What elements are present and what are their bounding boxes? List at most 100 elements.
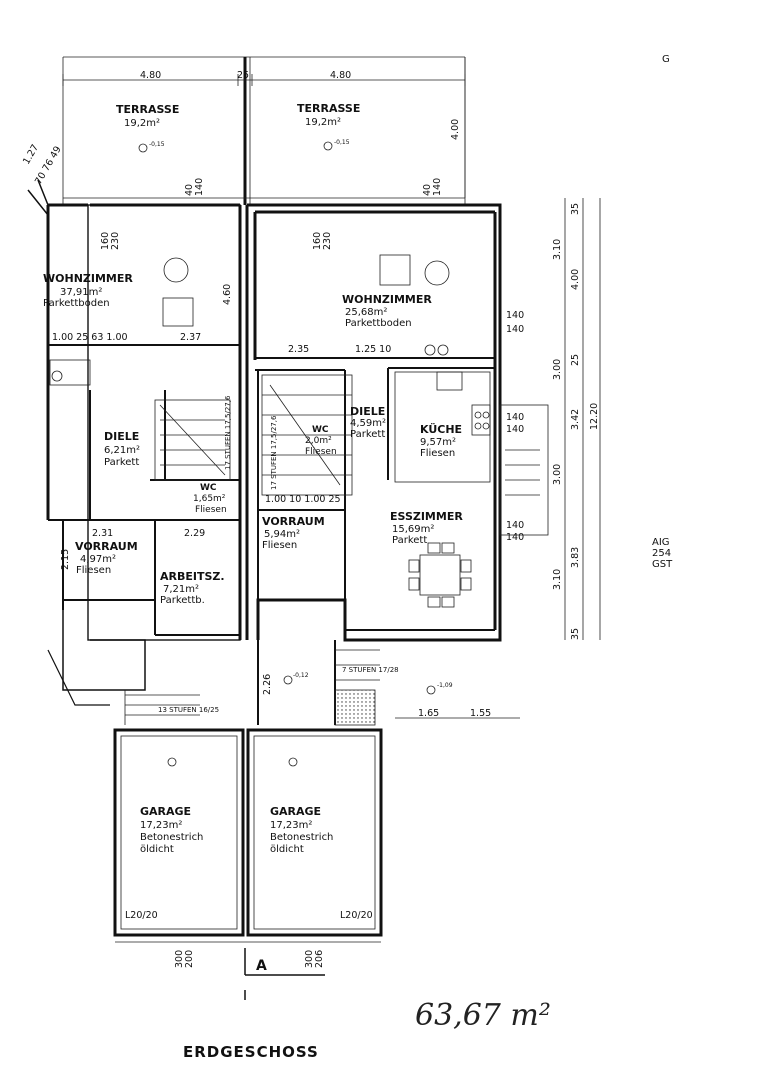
win-140-l: 140 [194, 178, 205, 196]
room-kueche: KÜCHE [420, 422, 462, 436]
lvl-entrance: -0,12 [293, 672, 309, 679]
room-esszimmer: ESSZIMMER [390, 510, 463, 523]
win-140-b: 140 [506, 324, 524, 335]
margin-fragments: G AIG 254 GST [652, 54, 673, 570]
dim-right-a: 3.10 [552, 239, 563, 260]
dim-right-total: 12.20 [589, 403, 600, 430]
dim-right-g: 3.83 [570, 547, 581, 568]
dim-right-j: 35 [570, 628, 581, 640]
dim-229: 2.29 [184, 528, 205, 539]
dim-right-i: 35 [570, 203, 581, 215]
dim-wz-237: 2.37 [180, 332, 201, 343]
room-esszimmer-floor: Parkett [392, 535, 427, 546]
room-vorraum-l-area: 4,97m² [80, 554, 116, 565]
kitchen-furniture [394, 371, 491, 608]
win-140-d: 140 [506, 424, 524, 435]
right-dimension-chain: 3.10 35 4.00 25 3.00 3.42 3.00 3.83 3.10… [552, 198, 601, 640]
stairs-17-left: 17 STUFEN 17,5/27,6 [224, 395, 232, 470]
room-wc-l-floor: Fliesen [195, 505, 227, 515]
room-diele-l-area: 6,21m² [104, 445, 140, 456]
outer-stair-right: 140 140 140 140 140 140 [499, 310, 549, 543]
room-vorraum-l: VORRAUM [75, 540, 138, 553]
room-garage-l-area: 17,23m² [140, 820, 182, 831]
gar-206: 206 [314, 950, 325, 968]
win-230-r: 230 [322, 232, 333, 250]
garage-l2020-b: L20/20 [340, 910, 373, 921]
win-140-e: 140 [506, 520, 524, 531]
section-marker: A [244, 948, 325, 1000]
level-markers: -0,15 -0,15 -0,12 -1,09 [138, 139, 453, 767]
win-40-r: 40 [422, 184, 433, 196]
room-terrasse-r: TERRASSE [297, 102, 360, 115]
entrance-area: 1.65 1.55 7 STUFEN 17/28 13 STUFEN 16/25… [124, 640, 520, 726]
win-160-l: 160 [100, 232, 111, 250]
win-140-a: 140 [506, 310, 524, 321]
room-wohnzimmer-r: WOHNZIMMER [342, 293, 432, 306]
room-wc-r-area: 2,0m² [305, 436, 332, 446]
room-vorraum-r-area: 5,94m² [264, 529, 300, 540]
dim-231: 2.31 [92, 528, 113, 539]
win-160-r: 160 [312, 232, 323, 250]
room-terrasse-l: TERRASSE [116, 103, 179, 116]
room-garage-r: GARAGE [270, 805, 321, 818]
dim-235: 2.35 [288, 344, 309, 355]
margin-254: 254 [652, 548, 671, 559]
room-wohnzimmer-l-area: 37,91m² [60, 287, 102, 298]
section-marker-a: A [256, 958, 267, 974]
margin-gst: GST [652, 559, 673, 570]
room-terrasse-r-area: 19,2m² [305, 117, 341, 128]
room-wc-r: WC [312, 425, 329, 435]
dim-100-row: 1.00 10 1.00 25 [265, 494, 341, 505]
garages: L20/20 L20/20 300 200 300 206 [113, 728, 383, 968]
fireplaces [49, 254, 450, 386]
bay-window-left: 1.27 70 76 49 [21, 143, 146, 706]
dim-215: 2.15 [60, 549, 71, 570]
room-garage-r-floor: Betonestrich [270, 832, 333, 843]
margin-g: G [662, 54, 670, 65]
gar-200-a: 200 [184, 950, 195, 968]
dim-125: 1.25 10 [355, 344, 391, 355]
room-wc-l-area: 1,65m² [193, 494, 226, 504]
dim-bot-155: 1.55 [470, 708, 491, 719]
top-dimension-line: 4.80 25 4.80 4.00 [62, 57, 466, 198]
room-wc-r-floor: Fliesen [305, 447, 337, 457]
room-wohnzimmer-l: WOHNZIMMER [43, 272, 133, 285]
lvl-terrace-left: -0,15 [149, 141, 165, 148]
room-vorraum-r: VORRAUM [262, 515, 325, 528]
misc-dimensions: 1.00 25 63 1.00 2.37 4.60 2.35 1.25 10 2… [52, 178, 443, 570]
room-diele-l-floor: Parkett [104, 457, 139, 468]
stairs-13: 13 STUFEN 16/25 [158, 706, 219, 714]
room-garage-l: GARAGE [140, 805, 191, 818]
dim-top-left: 4.80 [140, 70, 161, 81]
win-140-c: 140 [506, 412, 524, 423]
stairs-17-right: 17 STUFEN 17,5/27,6 [270, 415, 278, 490]
dim-226: 2.26 [262, 674, 273, 695]
room-diele-r-floor: Parkett [350, 429, 385, 440]
lvl-terrace-right: -0,15 [334, 139, 350, 146]
dim-right-d: 3.42 [570, 409, 581, 430]
room-vorraum-l-floor: Fliesen [76, 565, 111, 576]
room-diele-r: DIELE [350, 405, 385, 418]
room-diele-r-area: 4,59m² [350, 418, 386, 429]
room-garage-r-floor2: öldicht [270, 844, 304, 855]
room-vorraum-r-floor: Fliesen [262, 540, 297, 551]
win-40-l: 40 [184, 184, 195, 196]
room-kueche-area: 9,57m² [420, 437, 456, 448]
handwritten-total: 63,67 m² [415, 998, 551, 1033]
dim-right-b: 4.00 [570, 269, 581, 290]
room-garage-l-floor: Betonestrich [140, 832, 203, 843]
terrace-outline [62, 56, 466, 205]
room-esszimmer-area: 15,69m² [392, 524, 434, 535]
room-garage-l-floor2: öldicht [140, 844, 174, 855]
dim-top-mid: 25 [237, 70, 249, 81]
room-labels: TERRASSE 19,2m² TERRASSE 19,2m² WOHNZIMM… [43, 102, 463, 855]
dim-wz-row: 1.00 25 63 1.00 [52, 332, 128, 343]
win-230-l: 230 [110, 232, 121, 250]
room-arbeitszimmer-area: 7,21m² [163, 584, 199, 595]
lvl-outside: -1,09 [437, 682, 453, 689]
dim-right-e: 3.00 [552, 359, 563, 380]
stairs-right: 17 STUFEN 17,5/27,6 [261, 374, 353, 496]
dim-bot-165: 1.65 [418, 708, 439, 719]
room-garage-r-area: 17,23m² [270, 820, 312, 831]
